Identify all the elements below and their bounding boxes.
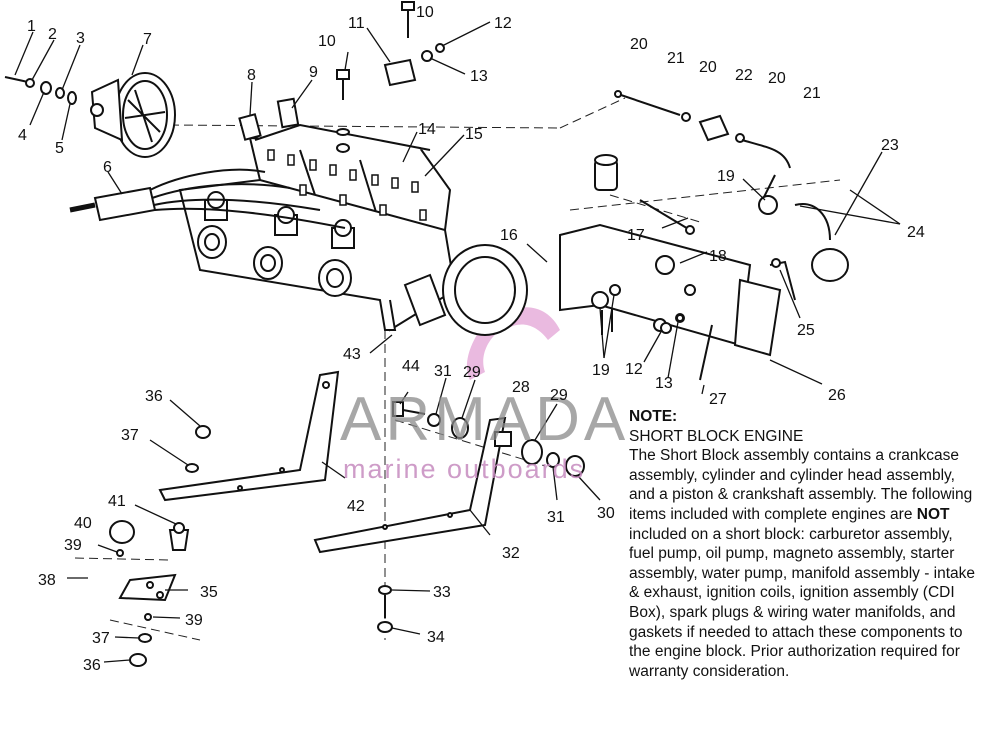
callout-label: 12 — [494, 15, 512, 32]
watermark-brand: ARMADA — [340, 385, 629, 454]
callout-label: 23 — [881, 137, 899, 154]
callout-label: 20 — [768, 70, 786, 87]
damper-mounts — [109, 425, 211, 667]
manifold-hardware — [660, 314, 713, 381]
callout-label: 18 — [709, 248, 727, 265]
callout-label: 19 — [592, 362, 610, 379]
callout-label: 5 — [55, 140, 64, 157]
engine-block — [178, 123, 457, 332]
callout-label: 37 — [121, 427, 139, 444]
callout-label: 17 — [627, 227, 645, 244]
callout-label: 22 — [735, 67, 753, 84]
callout-label: 21 — [803, 85, 821, 102]
callout-label: 31 — [547, 509, 565, 526]
callout-label: 28 — [512, 379, 530, 396]
callout-label: 39 — [185, 612, 203, 629]
callout-numbers: 1 2 3 4 5 6 7 8 9 10 10 11 12 13 14 15 1… — [18, 4, 925, 674]
callout-label: 13 — [470, 68, 488, 85]
oil-pump — [594, 154, 695, 235]
callout-label: 15 — [465, 126, 483, 143]
fuel-line — [614, 90, 849, 282]
callout-label: 31 — [434, 363, 452, 380]
callout-label: 43 — [343, 346, 361, 363]
callout-label: 4 — [18, 127, 27, 144]
note-heading: NOTE: — [629, 408, 678, 425]
callout-label: 6 — [103, 159, 112, 176]
starter-assembly — [90, 72, 176, 158]
magneto-assembly — [403, 244, 528, 336]
callout-label: 25 — [797, 322, 815, 339]
callout-label: 10 — [416, 4, 434, 21]
note-body: The Short Block assembly contains a cran… — [629, 446, 981, 681]
callout-label: 10 — [318, 33, 336, 50]
ignition-harness — [69, 168, 346, 229]
callout-label: 34 — [427, 629, 445, 646]
callout-label: 16 — [500, 227, 518, 244]
callout-label: 42 — [347, 498, 365, 515]
callout-label: 26 — [828, 387, 846, 404]
callout-label: 14 — [418, 121, 436, 138]
callout-label: 20 — [630, 36, 648, 53]
callout-label: 21 — [667, 50, 685, 67]
mount-hardware — [392, 401, 585, 477]
callout-label: 35 — [200, 584, 218, 601]
callout-label: 7 — [143, 31, 152, 48]
callout-label: 9 — [309, 64, 318, 81]
note-bold-word: NOT — [916, 505, 950, 523]
callout-label: 29 — [550, 387, 568, 404]
callout-label: 3 — [76, 30, 85, 47]
callout-label: 20 — [699, 59, 717, 76]
callout-label: 41 — [108, 493, 126, 510]
callout-label: 32 — [502, 545, 520, 562]
callout-label: 30 — [597, 505, 615, 522]
callout-label: 1 — [27, 18, 36, 35]
callout-label: 27 — [709, 391, 727, 408]
callout-label: 13 — [655, 375, 673, 392]
callout-label: 44 — [402, 358, 420, 375]
note-text-2: included on a short block: carburetor as… — [629, 525, 976, 680]
bracket-hardware — [336, 1, 445, 153]
callout-label: 8 — [247, 67, 256, 84]
bolt-washers-1-5 — [4, 76, 77, 105]
callout-label: 36 — [83, 657, 101, 674]
watermark-tagline: marine outboards — [343, 454, 585, 484]
callout-label: 37 — [92, 630, 110, 647]
callout-label: 39 — [64, 537, 82, 554]
leader-lines — [14, 21, 901, 663]
callout-label: 11 — [348, 15, 365, 32]
short-block-note: NOTE: SHORT BLOCK ENGINE The Short Block… — [629, 407, 981, 681]
callout-label: 2 — [48, 26, 57, 43]
callout-label: 12 — [625, 361, 643, 378]
note-subheading: SHORT BLOCK ENGINE — [629, 427, 804, 445]
callout-label: 29 — [463, 364, 481, 381]
callout-label: 33 — [433, 584, 451, 601]
callout-label: 24 — [907, 224, 925, 241]
mount-studs — [377, 585, 393, 633]
callout-label: 38 — [38, 572, 56, 589]
pump-mounting-plate — [559, 223, 782, 357]
note-text-1: The Short Block assembly contains a cran… — [629, 447, 973, 523]
callout-label: 36 — [145, 388, 163, 405]
callout-label: 19 — [717, 168, 735, 185]
callout-label: 40 — [74, 515, 92, 532]
